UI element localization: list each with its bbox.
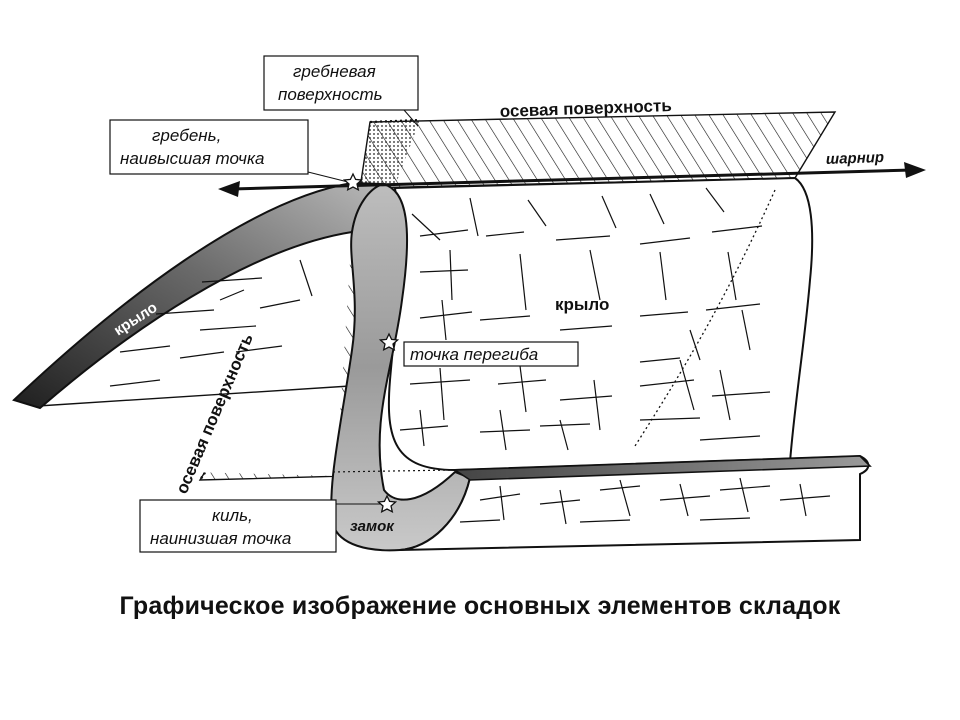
- joint-cracks-bottom: [459, 477, 831, 525]
- left-limb-sheet: [37, 232, 352, 476]
- joint-cracks: [399, 187, 771, 451]
- crest-star-icon: [342, 172, 364, 192]
- star-markers: [342, 172, 400, 514]
- keel-label-1: киль,: [212, 506, 253, 525]
- crest-label-2: наивысшая точка: [120, 149, 264, 168]
- figure-caption: Графическое изображение основных элемент…: [119, 592, 841, 620]
- callout-inflection: точка перегиба: [403, 341, 579, 367]
- closure-label: замок: [350, 518, 395, 535]
- keel-star-icon: [376, 494, 398, 514]
- hinge-label: шарнир: [826, 149, 885, 168]
- fold-diagram: гребневая поверхность гребень, наивысшая…: [12, 55, 926, 553]
- right-limb-label: крыло: [555, 295, 609, 314]
- joint-cracks-left: [109, 259, 313, 387]
- hinge-arrow: [218, 162, 926, 197]
- inflection-label: точка перегиба: [410, 345, 538, 364]
- crest-label-1: гребень,: [152, 126, 221, 145]
- right-limb-sheet: [387, 176, 814, 472]
- callout-crest-surface: гребневая поверхность: [263, 55, 419, 127]
- callout-crest: гребень, наивысшая точка: [109, 119, 349, 183]
- fold-closure-band: [329, 182, 872, 552]
- keel-label-2: наинизшая точка: [150, 529, 291, 548]
- crest-surface-label-1: гребневая: [293, 62, 376, 81]
- callout-keel: киль, наинизшая точка: [139, 499, 382, 553]
- crest-surface-label-2: поверхность: [278, 85, 383, 104]
- inflection-star-icon: [378, 332, 400, 352]
- axial-surface-top-plane: [359, 111, 837, 189]
